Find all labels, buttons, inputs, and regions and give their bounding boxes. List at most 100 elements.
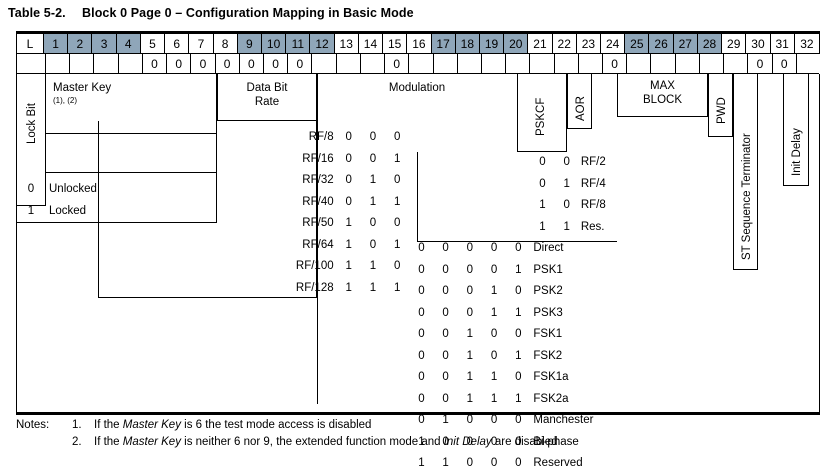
data-bit-rate-code-bit: 1: [345, 281, 352, 294]
pwd-box: [708, 74, 733, 137]
data-bit-rate-code-bit: 0: [393, 260, 401, 272]
data-bit-rate-name: RF/128: [295, 281, 334, 294]
modulation-code-bit: 0: [418, 263, 425, 276]
data-bit-rate-code-bit: 1: [393, 152, 401, 165]
note-text-mid: is neither 6 nor 9, the extended functio…: [180, 435, 444, 448]
modulation-label: Modulation: [388, 82, 446, 94]
notes-list: 1.If the Master Key is 6 the test mode a…: [72, 417, 816, 450]
modulation-name: FSK2: [533, 349, 563, 362]
pskcf-code-bit: 1: [563, 220, 570, 233]
modulation-code-bit: 1: [490, 306, 498, 319]
modulation-code-bit: 0: [418, 371, 425, 383]
modulation-name: PSK2: [533, 285, 563, 297]
note-number: 1.: [72, 419, 82, 431]
modulation-code-bit: 0: [466, 414, 474, 426]
fixed-bit-30: 0: [748, 54, 773, 74]
modulation-code-bit: 0: [418, 328, 425, 340]
notes-label: Notes:: [16, 419, 50, 431]
modulation-code-bit: 0: [490, 457, 498, 469]
fixed-bit-26: [651, 54, 676, 74]
bit-header-28: 28: [697, 34, 723, 53]
pskcf-code-bit: 1: [539, 199, 546, 211]
data-bit-rate-line1: Data Bit: [246, 82, 288, 94]
data-bit-rate-values-box: [98, 121, 317, 298]
table-caption: Block 0 Page 0 – Configuration Mapping i…: [82, 6, 414, 20]
fixed-bit-15: 0: [385, 54, 410, 74]
pskcf-name: RF/4: [580, 177, 606, 190]
master-key-extension-box: [46, 134, 217, 173]
data-bit-rate-line2: Rate: [254, 96, 280, 109]
modulation-code-bit: 1: [515, 306, 522, 319]
data-bit-rate-code-bit: 1: [369, 174, 377, 186]
modulation-code-bit: 0: [442, 371, 449, 383]
fixed-bit-2: [70, 54, 95, 74]
bit-header-7: 7: [189, 34, 214, 53]
note-item: 2.If the Master Key is neither 6 nor 9, …: [72, 434, 816, 451]
init-delay-label: Init Delay: [791, 128, 803, 176]
aor-label: AOR: [575, 96, 587, 121]
modulation-code-bit: 0: [442, 242, 449, 254]
modulation-code-bit: 1: [490, 371, 498, 383]
modulation-code-bit: 0: [466, 263, 474, 276]
lock-bit-meaning: Locked: [49, 205, 87, 217]
data-bit-rate-code-bit: 1: [369, 260, 377, 272]
data-bit-rate-code-bit: 0: [393, 217, 401, 229]
modulation-code-bit: 0: [418, 306, 425, 319]
bit-header-17: 17: [431, 34, 456, 53]
modulation-code-bit: 1: [466, 371, 474, 383]
modulation-code-bit: 1: [442, 457, 449, 469]
data-bit-rate-code-bit: 1: [393, 281, 401, 294]
lock-bit-box: [17, 74, 46, 206]
modulation-name: FSK2a: [533, 392, 569, 405]
modulation-code-bit: 0: [490, 349, 498, 362]
modulation-name: Manchester: [533, 414, 594, 426]
data-bit-rate-code-bit: 0: [369, 238, 377, 251]
note-number: 2.: [72, 435, 82, 448]
modulation-code-bit: 1: [515, 392, 522, 405]
bit-header-25: 25: [625, 34, 650, 53]
pskcf-label: PSKCF: [535, 97, 547, 136]
modulation-name: Direct: [533, 242, 564, 254]
aor-box: [567, 74, 592, 129]
modulation-code-bit: 0: [490, 263, 498, 276]
fixed-bit-7: 0: [191, 54, 216, 74]
pskcf-code-bit: 1: [539, 220, 546, 233]
data-bit-rate-label: Data Bit Rate: [217, 81, 317, 110]
table-number: Table 5-2.: [8, 6, 66, 20]
modulation-code-bit: 1: [515, 263, 522, 276]
page-title: Table 5-2. Block 0 Page 0 – Configuration…: [8, 6, 414, 20]
modulation-name: FSK1: [533, 328, 563, 340]
fixed-bit-10: 0: [263, 54, 289, 74]
lock-bit-meaning: Unlocked: [49, 183, 97, 195]
master-key-box: [46, 74, 217, 134]
pskcf-code-bit: 0: [563, 199, 570, 211]
fixed-bit-1: [46, 54, 71, 74]
fixed-bit-29: [724, 54, 749, 74]
fixed-bit-17: [433, 54, 458, 74]
fixed-bit-22: [554, 54, 579, 74]
fixed-bit-12: [312, 54, 337, 74]
fixed-bit-32: [796, 54, 821, 74]
master-key-title: Master Key: [53, 82, 112, 94]
bit-header-26: 26: [649, 34, 674, 53]
fixed-bit-3: [94, 54, 119, 74]
data-bit-rate-header-box: [217, 74, 317, 121]
modulation-code-bit: 1: [466, 349, 474, 362]
fixed-bit-18: [457, 54, 482, 74]
data-bit-rate-code-bit: 0: [393, 131, 401, 143]
note-text-pre: If the: [94, 435, 123, 448]
data-bit-rate-code-bit: 0: [369, 217, 377, 229]
modulation-code-bit: 0: [490, 414, 498, 426]
